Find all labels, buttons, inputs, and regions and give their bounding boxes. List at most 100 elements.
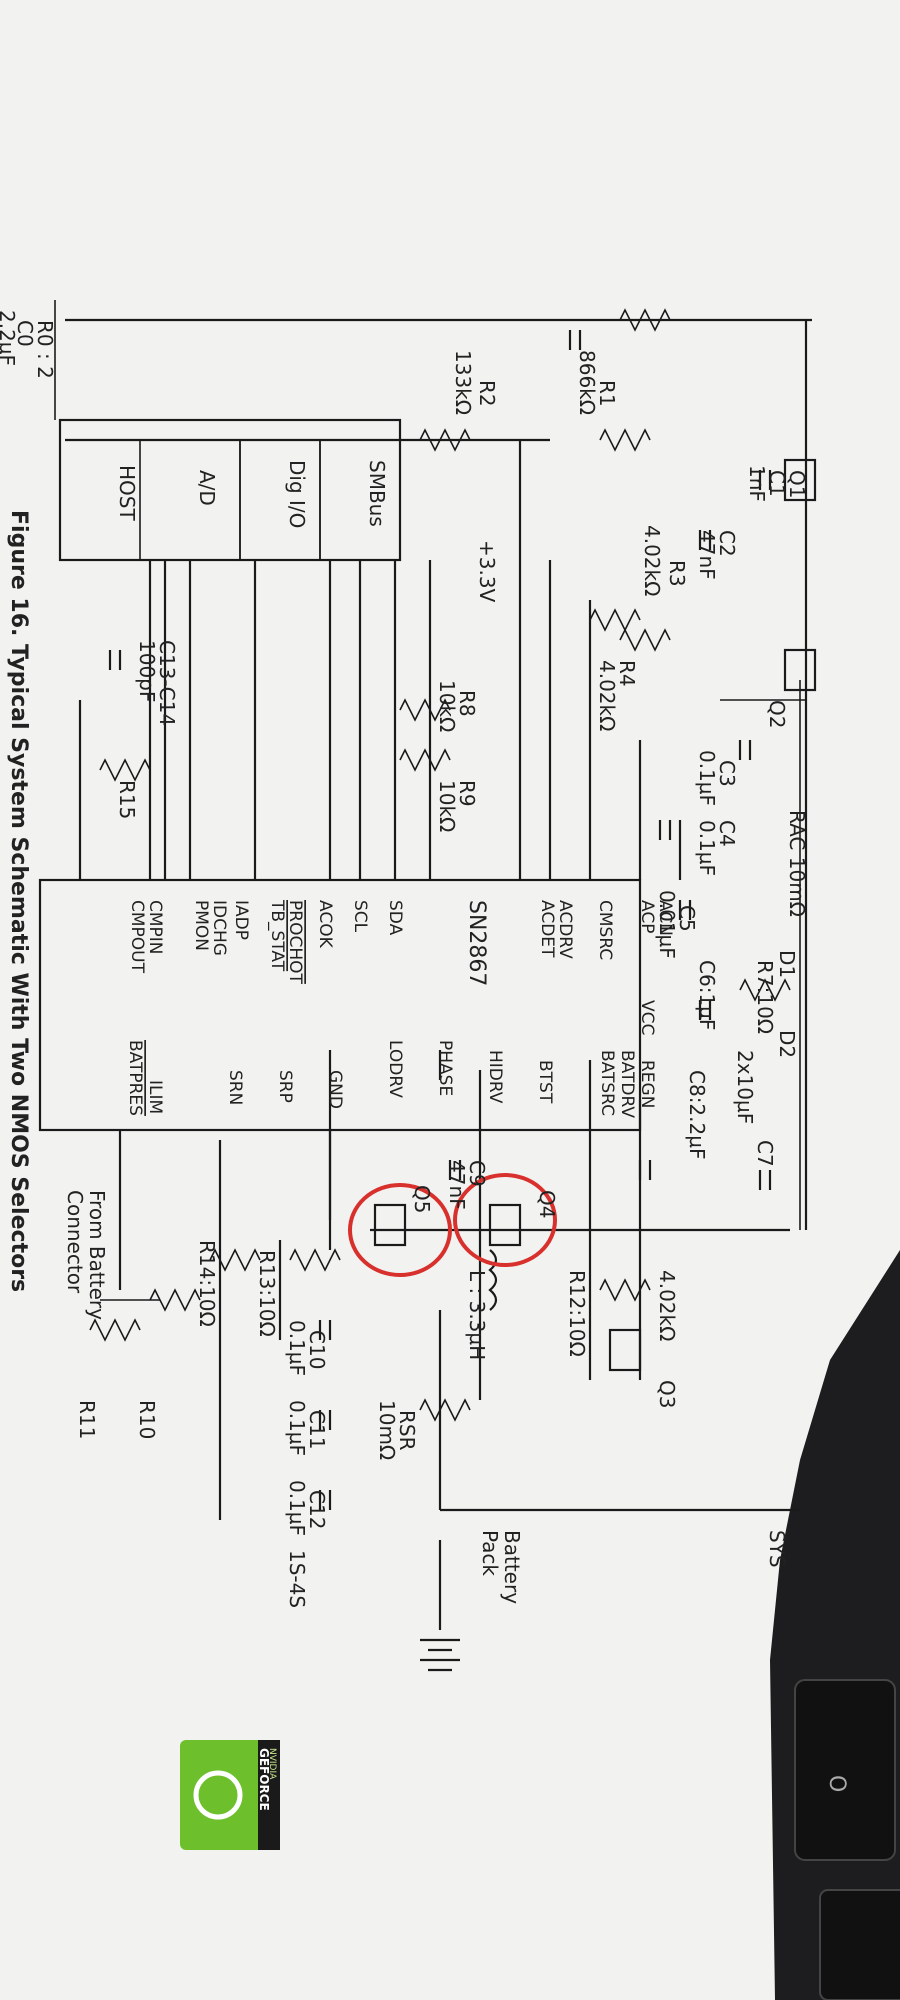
resistor-symbols [89, 308, 791, 1422]
c4-capacitor [658, 820, 672, 840]
label-c2: C2 [715, 530, 739, 557]
c1-capacitor [758, 470, 772, 490]
q2-mosfet [783, 648, 817, 692]
ic-pin-cmpin: CMPIN [145, 900, 165, 955]
label-c7-val: 2x10µF [733, 1050, 757, 1124]
sn2867-ic [38, 878, 642, 1132]
label-c11: C11 [305, 1410, 329, 1449]
ic-pin-batsrc: BATSRC [597, 1050, 617, 1116]
label-r14: R14:10Ω [195, 1240, 219, 1327]
r8-resistor [399, 698, 451, 722]
label-c1: C1 [765, 470, 789, 497]
q5-highlight-circle [348, 1183, 452, 1277]
label-c6: C6:1µF [695, 960, 719, 1030]
ic-pin-scl: SCL [350, 900, 370, 933]
c8-capacitor [638, 1160, 652, 1180]
r11-resistor [89, 1318, 141, 1342]
label-d1: D1 [775, 950, 799, 978]
label-battery: Battery [500, 1530, 524, 1604]
label-c9-val: 47nF [445, 1160, 469, 1210]
ic-pin-iadp: IADP [231, 900, 251, 940]
label-c4: C4 [715, 820, 739, 847]
c12-capacitor [318, 1490, 332, 1510]
host-block-smbus: SMBus [365, 460, 389, 527]
label-battery-pack: Pack [478, 1530, 502, 1576]
q3-mosfet [608, 1328, 642, 1372]
label-q5: Q5 [410, 1185, 434, 1213]
c10-capacitor [318, 1320, 332, 1340]
label-r4: R4 [615, 660, 639, 687]
ic-pin-acok: ACOK [315, 900, 335, 949]
laptop-key-bottom [819, 1889, 900, 2000]
host-block-ad: A/D [195, 470, 219, 506]
label-c12-val: 0.1µF [285, 1480, 309, 1536]
c9-capacitor [448, 1160, 462, 1180]
r7-resistor [739, 978, 791, 1002]
r13-resistor [289, 1248, 341, 1272]
label-r13: R13:10Ω [255, 1250, 279, 1337]
q5-mosfet [373, 1203, 407, 1247]
c6-capacitor [698, 1000, 712, 1020]
label-q3: Q3 [655, 1380, 679, 1408]
label-l: L : 3.3µH [465, 1270, 489, 1360]
label-c2-val: 47nF [695, 530, 719, 580]
ic-pin-ilim: ILIM [145, 1080, 165, 1114]
ic-pin-batpres: BATPRES [125, 1040, 145, 1116]
sticker-band [258, 1740, 280, 1850]
label-cells: 1S-4S [285, 1550, 309, 1608]
label-r2: R2 [475, 380, 499, 407]
label-r3: R3 [665, 560, 689, 587]
ic-pin-pmon: PMON [191, 900, 211, 951]
battery-symbol [420, 1638, 460, 1672]
ic-pin-gnd: GND [325, 1070, 345, 1109]
label-c8: C8:2.2µF [685, 1070, 709, 1159]
label-rac: RAC 10mΩ [785, 810, 809, 917]
ic-pin-btst: BTST [535, 1060, 555, 1104]
c2-capacitor [698, 530, 712, 550]
label-rsr-val: 10mΩ [375, 1400, 399, 1460]
c11-capacitor [318, 1410, 332, 1430]
ic-pin-sda: SDA [385, 900, 405, 936]
r0-resistor [619, 308, 671, 332]
label-r7: R7:10Ω [753, 960, 777, 1034]
label-r10: R10 [135, 1400, 159, 1439]
ic-pin-acn: ACN [655, 900, 675, 936]
q4-mosfet [488, 1203, 522, 1247]
label-r3-val: 4.02kΩ [640, 525, 664, 596]
label-r8-val: 10kΩ [435, 680, 459, 732]
capacitor-symbols [108, 330, 772, 1510]
q1-mosfet [783, 458, 817, 502]
geforce-sticker: NVIDIA GEFORCE [180, 1740, 280, 1850]
label-c12: C12 [305, 1490, 329, 1529]
sticker-label: GEFORCE [257, 1748, 271, 1811]
label-r1-val: 866kΩ [575, 350, 599, 415]
label-q1: Q1 [785, 470, 809, 498]
figure-caption: Figure 16. Typical System Schematic With… [6, 510, 31, 1292]
label-c4-val: 0.1µF [695, 820, 719, 876]
label-r4-val: 4.02kΩ [595, 660, 619, 731]
label-from-battery: From Battery [85, 1190, 109, 1320]
label-c13-val: 100pF [135, 640, 159, 702]
label-connector: Connector [63, 1190, 87, 1294]
label-c7: C7 [753, 1140, 777, 1167]
label-c9: C9 [465, 1160, 489, 1187]
ic-pin-prochot: PROCHOT [285, 900, 305, 984]
q3-resistor [599, 1278, 651, 1302]
label-c3: C3 [715, 760, 739, 787]
label-supply: +3.3V [475, 540, 499, 603]
q4-highlight-circle [453, 1173, 557, 1267]
ic-pin-idchg: IDCHG [209, 900, 229, 956]
label-rsr: RSR [395, 1410, 419, 1451]
smbus-block [319, 439, 401, 561]
ic-pin-acdet: ACDET [537, 900, 557, 958]
r4-resistor [619, 628, 671, 652]
ic-pin-cmpout: CMPOUT [127, 900, 147, 974]
label-c5: C5 [675, 905, 699, 932]
c13-capacitor [108, 650, 122, 670]
label-sys: SYS [765, 1530, 789, 1568]
r2-resistor [419, 428, 471, 452]
c5-capacitor [678, 900, 692, 920]
